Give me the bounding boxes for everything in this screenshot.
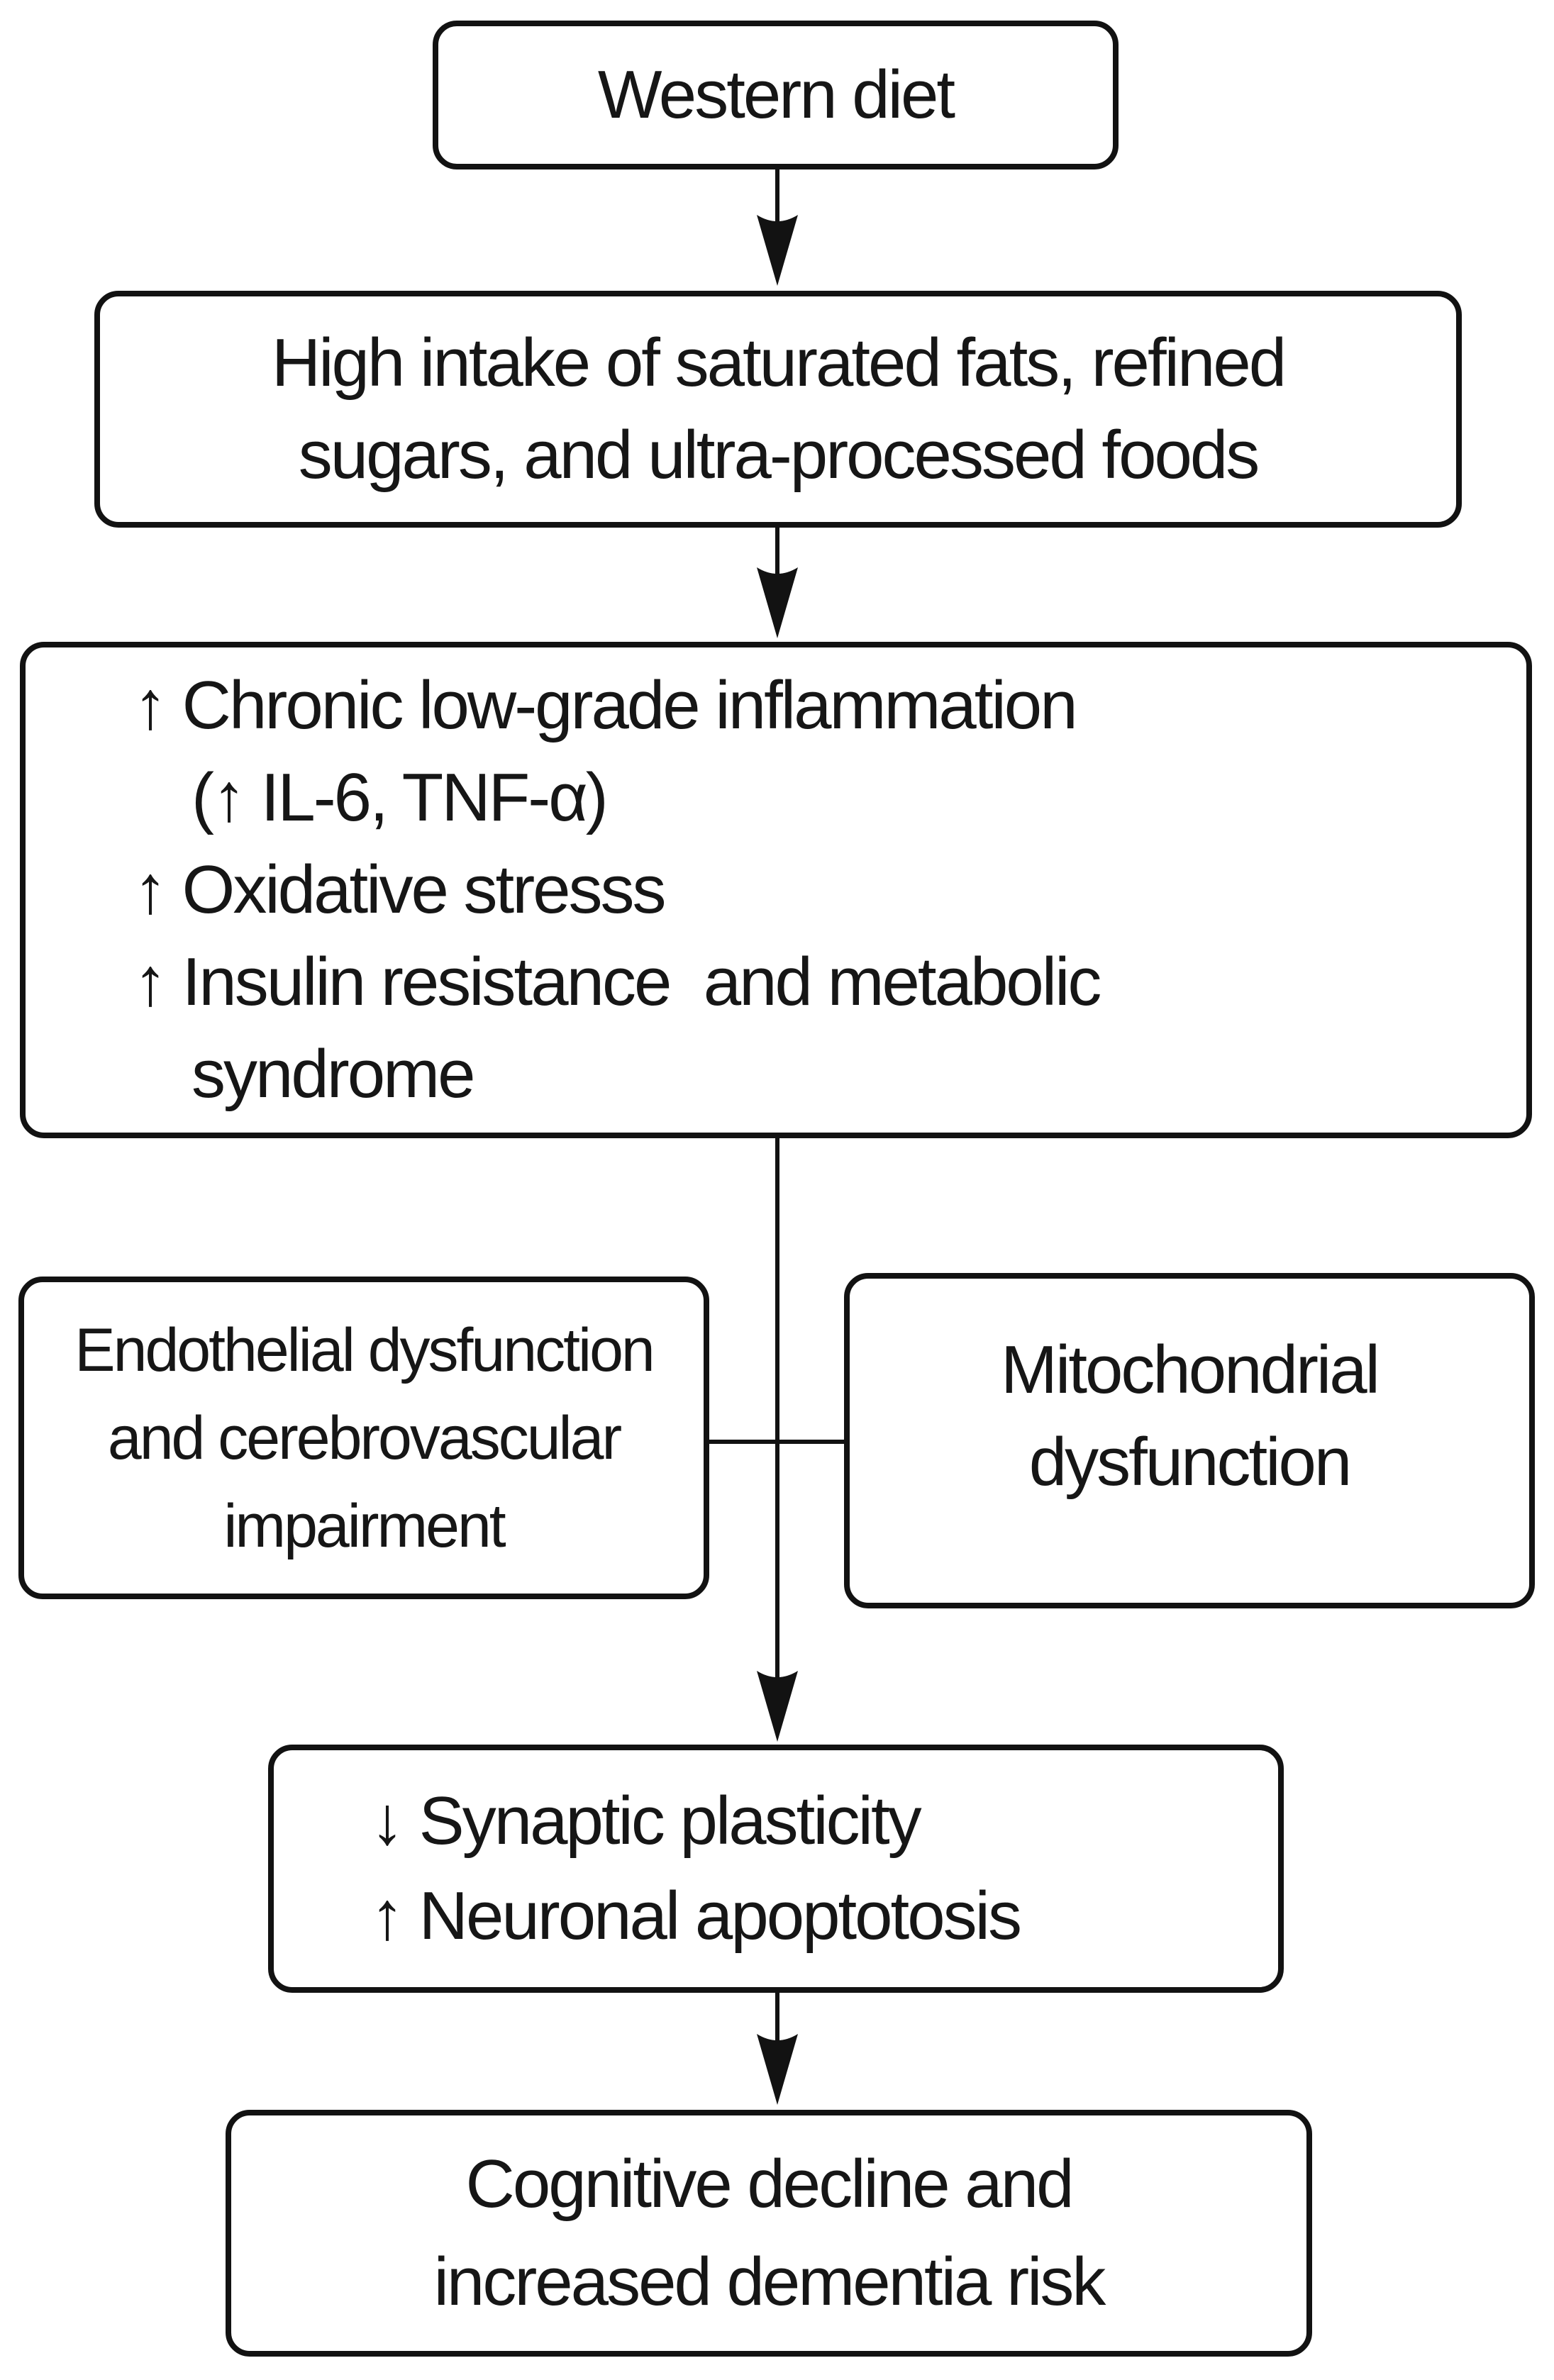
box-line: ↑ Neuronal apoptotosis — [370, 1878, 1022, 1954]
box-line: dysfunction — [1028, 1423, 1353, 1500]
box-endothelial-dysfunction: Endothelial dysfunction and cerebrovascu… — [18, 1277, 709, 1599]
arrow-western-to-intake — [757, 169, 798, 286]
box-line: (↑ IL-6, TNF-α) — [192, 760, 609, 835]
arrow-synaptic-to-cognitive — [757, 1991, 798, 2105]
box-mitochondrial-dysfunction: Mitochondrial dysfunction — [844, 1273, 1535, 1608]
box-line: ↑ Oxidative stresss — [133, 852, 667, 928]
box-line: syndrome — [192, 1036, 475, 1112]
box-line: ↑ Chronic low-grade inflammation — [133, 667, 1078, 743]
box-line: and cerebrovascular — [107, 1403, 622, 1472]
box-line: Endothelial dysfunction — [74, 1316, 655, 1384]
box-line: ↑ Insulin resistance and metabolic — [133, 944, 1101, 1020]
box-western-diet: Western diet — [433, 21, 1119, 169]
box-line: ↓ Synaptic plasticity — [370, 1783, 922, 1859]
box-line: Western diet — [597, 57, 955, 133]
box-high-intake: High intake of saturated fats, refined s… — [94, 291, 1462, 528]
box-line: sugars, and ultra-processed foods — [298, 417, 1260, 493]
box-cognitive-decline: Cognitive decline and increased dementia… — [226, 2110, 1312, 2357]
box-line: Mitochondrial — [1001, 1331, 1380, 1408]
box-line: Cognitive decline and — [465, 2146, 1075, 2222]
box-mechanisms: ↑ Chronic low-grade inflammation (↑ IL-6… — [20, 642, 1532, 1138]
arrow-mechanisms-to-synaptic — [757, 1137, 798, 1742]
box-line: High intake of saturated fats, refined — [271, 325, 1287, 401]
arrow-intake-to-mechanisms — [757, 528, 798, 638]
box-line: impairment — [223, 1491, 506, 1560]
box-line: increased dementia risk — [433, 2244, 1106, 2320]
box-synaptic-neuronal: ↓ Synaptic plasticity ↑ Neuronal apoptot… — [268, 1745, 1284, 1993]
